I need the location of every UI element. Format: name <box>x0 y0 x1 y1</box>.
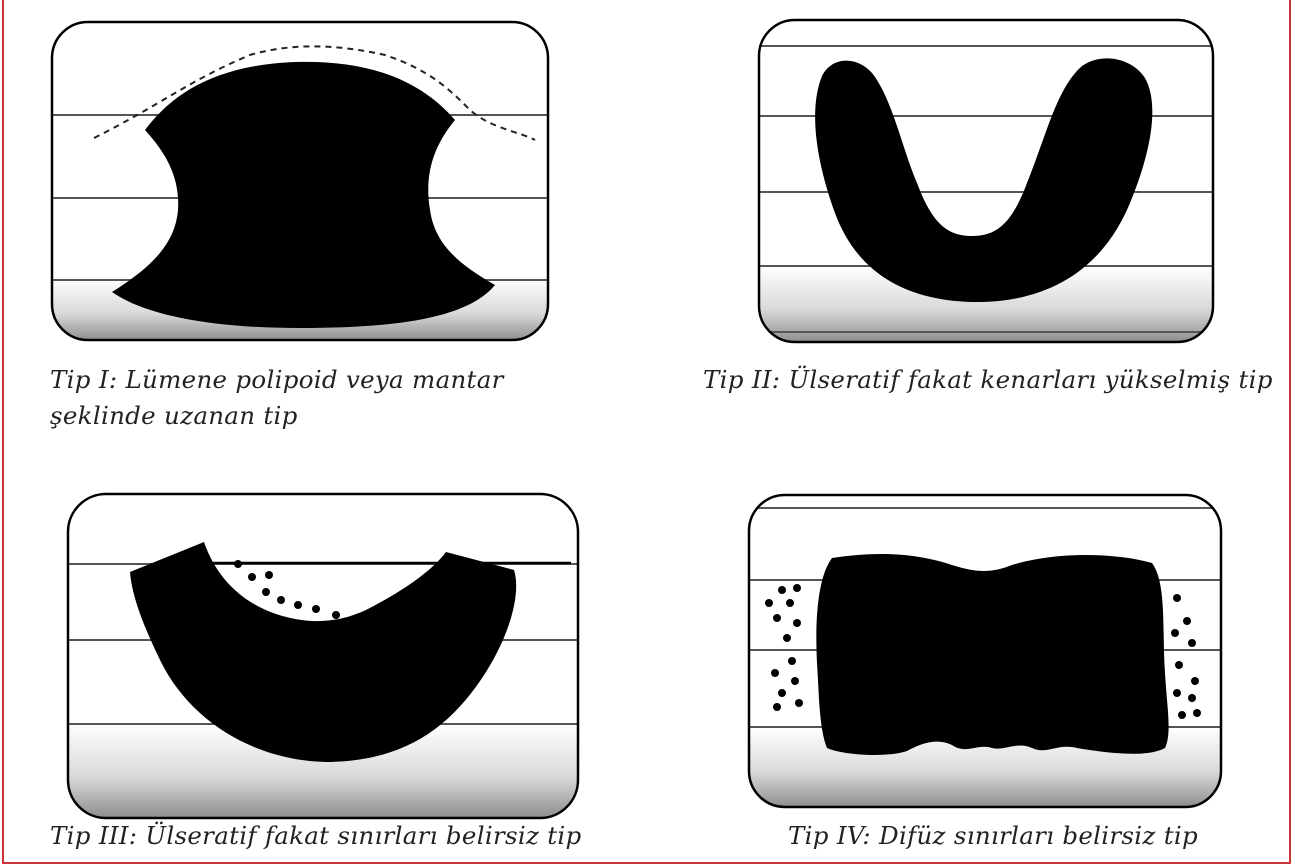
caption-tip-4: Tip IV: Difüz sınırları belirsiz tip <box>788 818 1268 854</box>
panel-tip-2 <box>757 18 1215 344</box>
tip-4-tumor <box>816 554 1168 755</box>
caption-tip-3: Tip III: Ülseratif fakat sınırları belir… <box>50 818 650 854</box>
tip-1-diagram <box>50 20 550 342</box>
caption-tip-2: Tip II: Ülseratif fakat kenarları yüksel… <box>703 362 1283 398</box>
tip-4-diagram <box>747 493 1223 809</box>
panel-tip-4 <box>747 493 1223 809</box>
tip-2-diagram <box>757 18 1215 344</box>
panel-tip-1 <box>50 20 550 342</box>
caption-tip-1: Tip I: Lümene polipoid veya mantar şekli… <box>50 362 610 434</box>
tip-3-diagram <box>66 492 580 820</box>
panel-tip-3 <box>66 492 580 820</box>
